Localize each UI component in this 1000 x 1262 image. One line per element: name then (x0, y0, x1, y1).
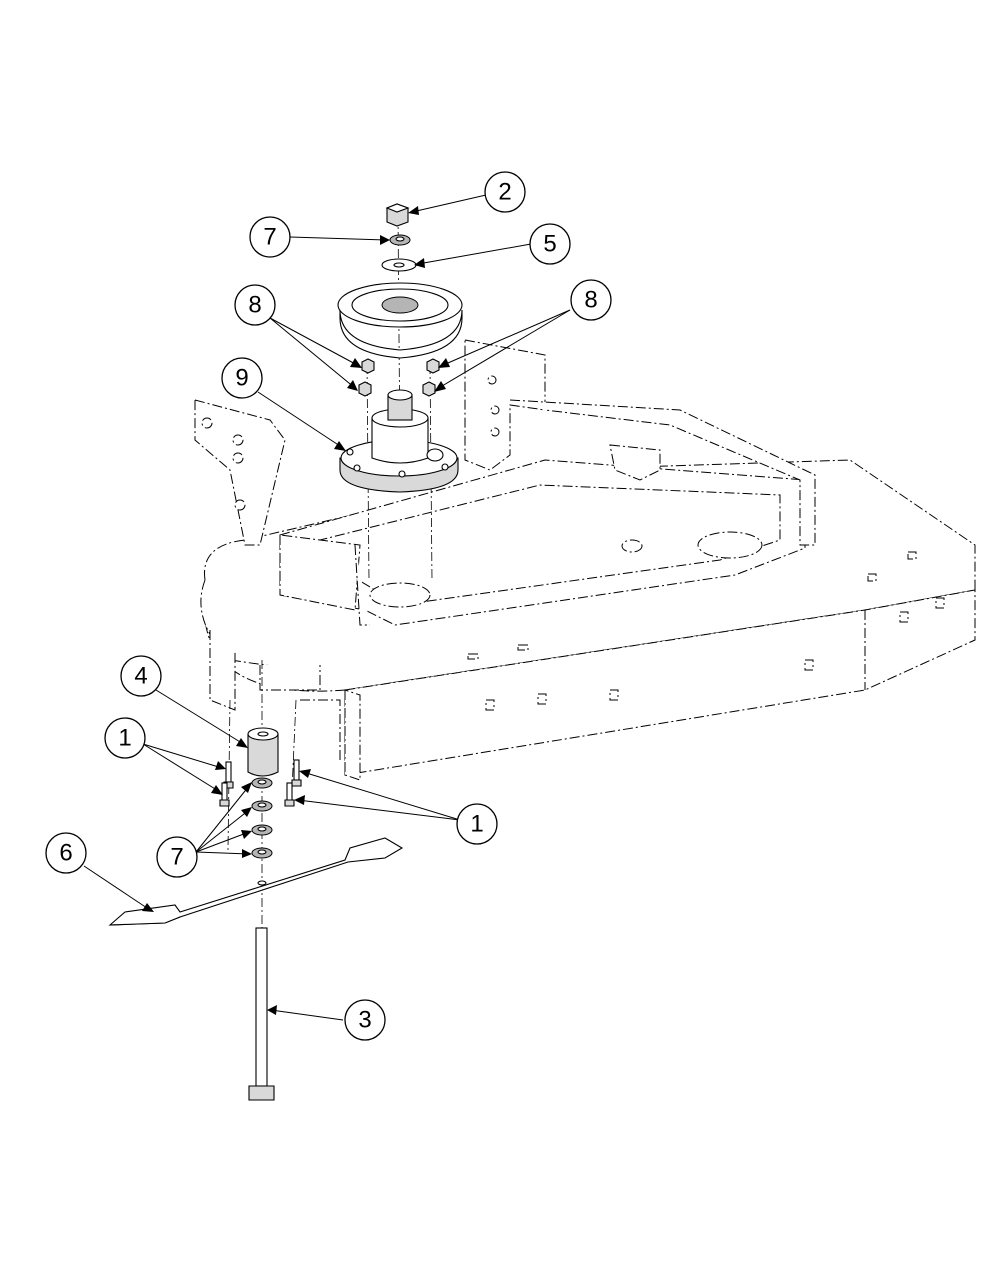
washer-5 (381, 258, 417, 272)
washers-7-lower (251, 777, 273, 859)
bolts-1 (219, 759, 302, 807)
leader-lines (83, 194, 571, 1021)
spacer-4 (247, 727, 279, 777)
blade-6 (108, 837, 404, 926)
callout-4: 4 (120, 655, 162, 697)
callout-9: 9 (221, 357, 263, 399)
spindle-housing (339, 389, 459, 493)
mower-deck (194, 339, 976, 781)
callout-6: 6 (45, 832, 87, 874)
bolt-3 (248, 927, 275, 1101)
svg-text:1: 1 (118, 725, 131, 752)
svg-text:8: 8 (248, 292, 261, 319)
svg-text:4: 4 (134, 663, 147, 690)
pulley (337, 282, 463, 359)
callout-8-left: 8 (234, 284, 276, 326)
callout-7-top: 7 (249, 216, 291, 258)
svg-text:5: 5 (543, 231, 556, 258)
callout-2: 2 (484, 171, 526, 213)
svg-text:2: 2 (498, 179, 511, 206)
svg-text:7: 7 (170, 844, 183, 871)
nut-8-group (358, 358, 440, 397)
svg-text:1: 1 (470, 811, 483, 838)
washer-7-top (389, 234, 411, 246)
svg-text:8: 8 (584, 287, 597, 314)
callout-5: 5 (529, 223, 571, 265)
svg-text:9: 9 (235, 365, 248, 392)
svg-text:3: 3 (358, 1007, 371, 1034)
svg-text:6: 6 (59, 840, 72, 867)
callout-7-lower: 7 (156, 836, 198, 878)
callout-1-left: 1 (104, 717, 146, 759)
nut-2 (385, 203, 410, 227)
callout-3: 3 (344, 999, 386, 1041)
callout-1-right: 1 (456, 803, 498, 845)
callout-8-right: 8 (570, 279, 612, 321)
svg-text:7: 7 (263, 224, 276, 251)
